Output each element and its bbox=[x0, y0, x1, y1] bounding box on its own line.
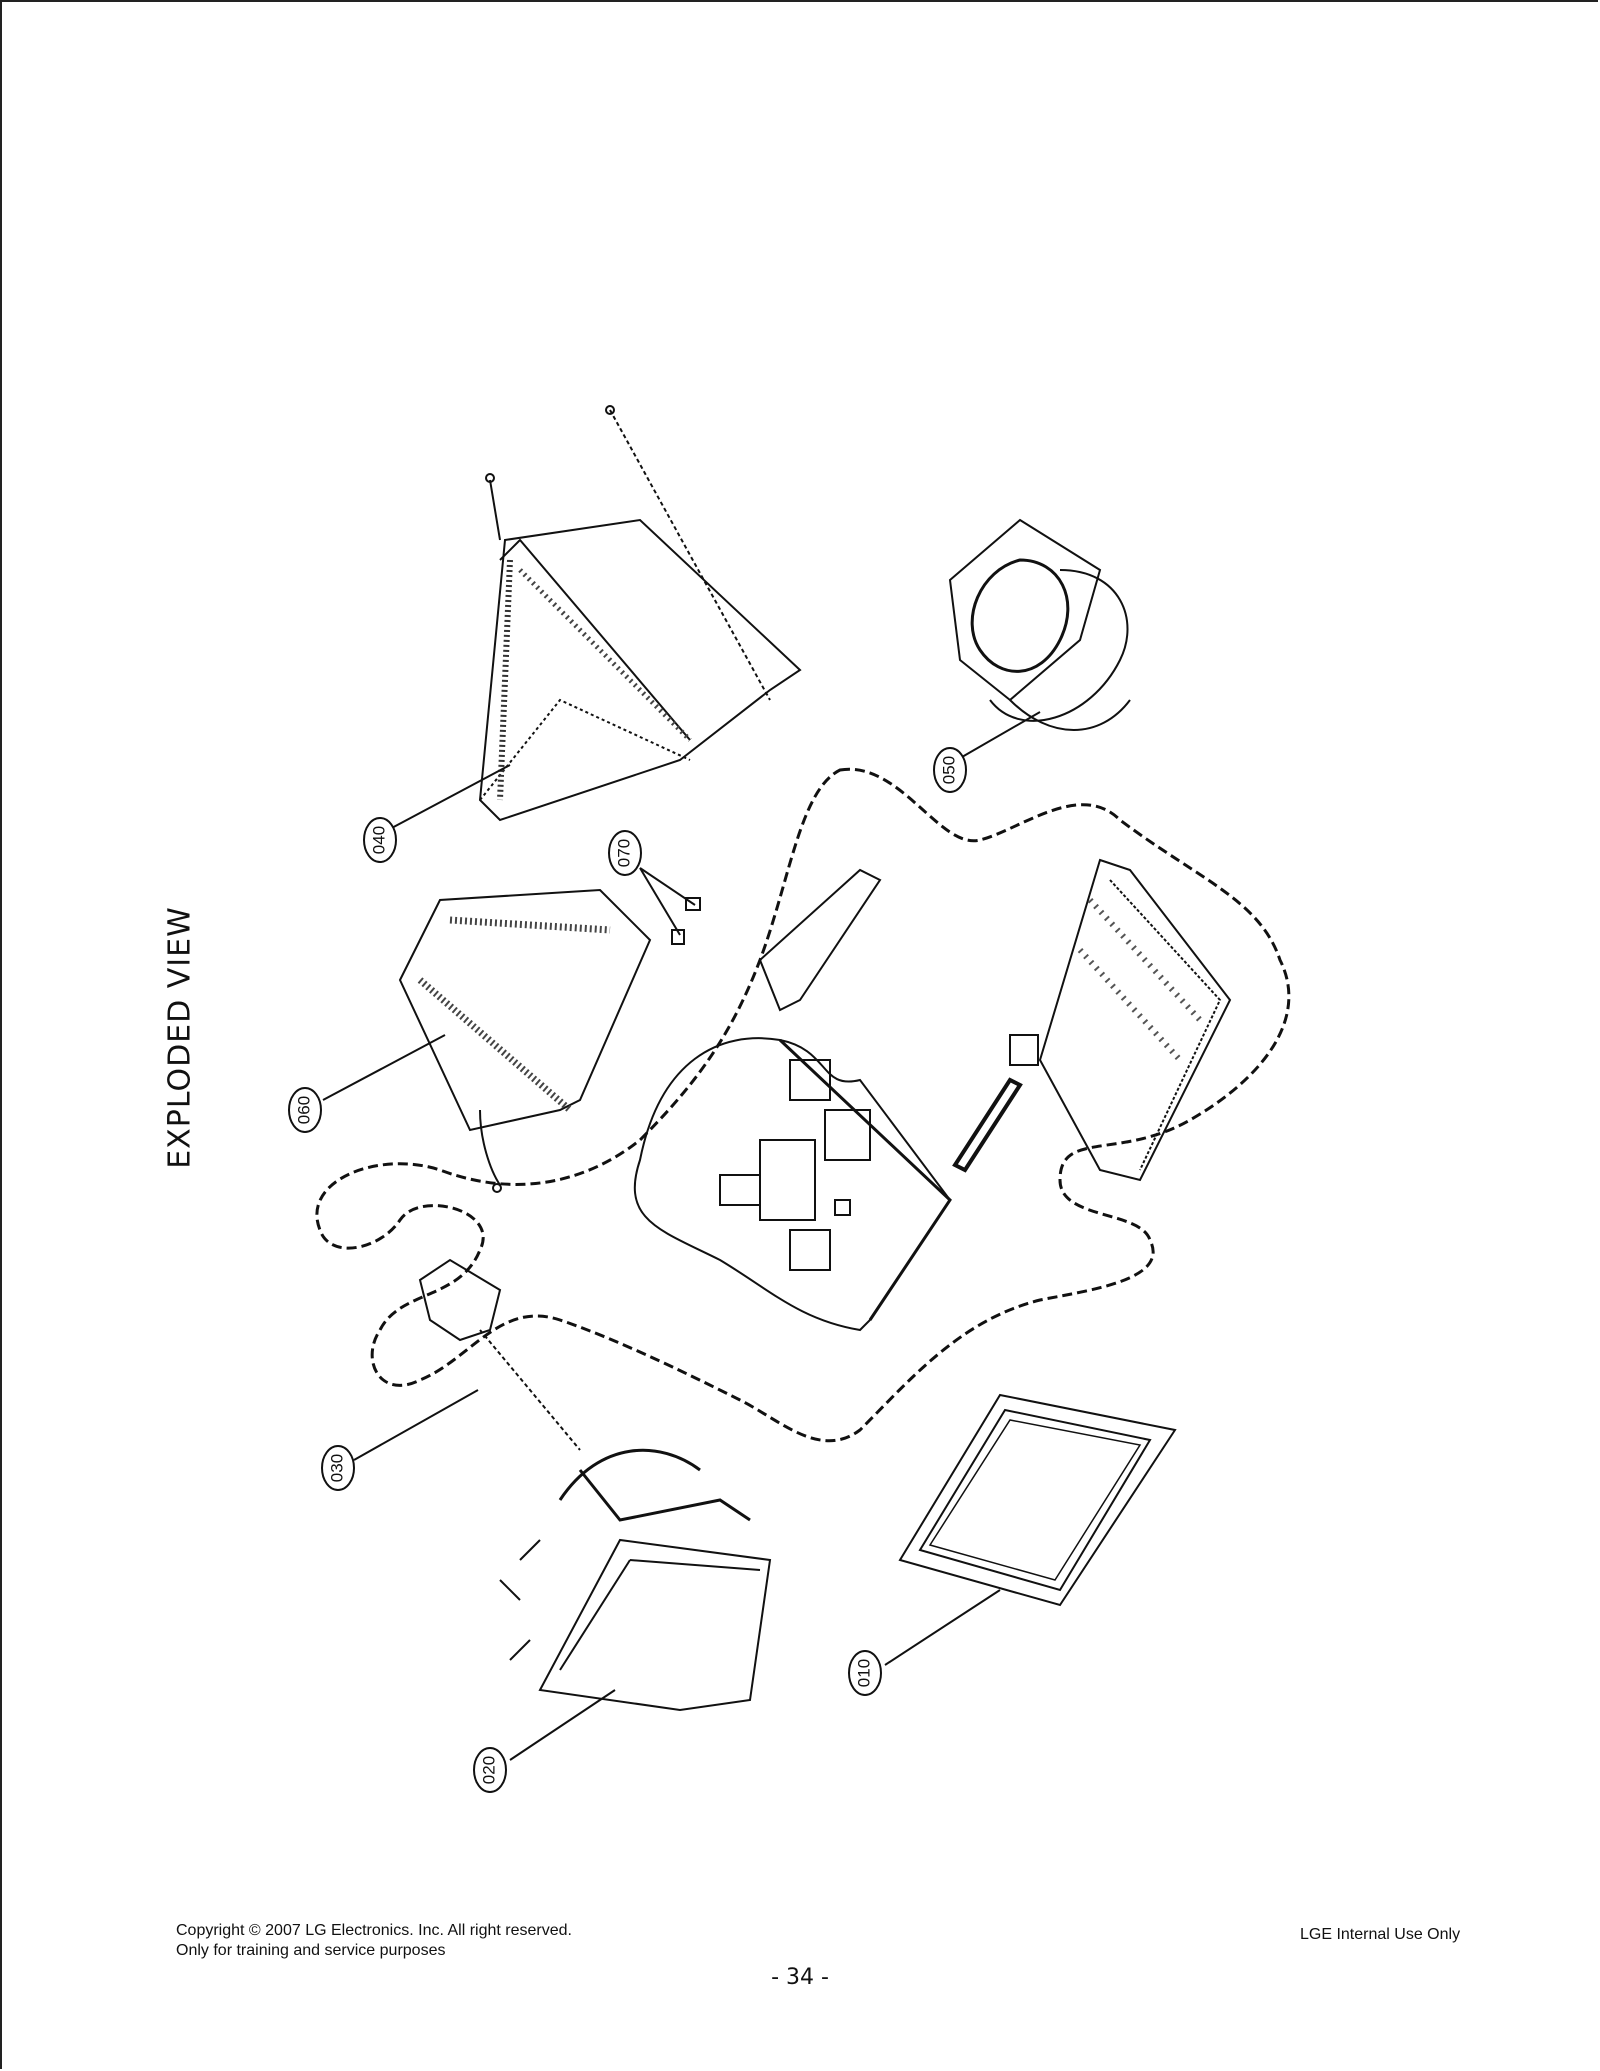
callout-label-020: 020 bbox=[479, 1756, 498, 1784]
side-board-part bbox=[418, 1258, 581, 1451]
callout-030: 030 bbox=[321, 1445, 355, 1491]
front-frame-part bbox=[898, 1393, 1177, 1607]
copyright-line-1: Copyright © 2007 LG Electronics. Inc. Al… bbox=[176, 1922, 572, 1939]
small-parts-070 bbox=[671, 897, 701, 945]
leader-line-030 bbox=[353, 1389, 479, 1461]
copyright-line-2: Only for training and service purposes bbox=[176, 1942, 446, 1959]
callout-070: 070 bbox=[608, 830, 642, 876]
callout-060: 060 bbox=[288, 1087, 322, 1133]
callout-label-010: 010 bbox=[854, 1659, 873, 1687]
control-strip-part bbox=[952, 1034, 1039, 1173]
callout-040: 040 bbox=[363, 817, 397, 863]
leader-line-070a bbox=[639, 867, 681, 936]
chassis-group-outline bbox=[315, 767, 1291, 1443]
callout-010: 010 bbox=[848, 1650, 882, 1696]
shield-pcb-part bbox=[398, 888, 652, 1193]
bracket-part bbox=[758, 868, 882, 1012]
leader-line-020 bbox=[509, 1689, 616, 1761]
crt-tube-part bbox=[499, 1448, 772, 1712]
back-cover-part bbox=[478, 405, 802, 822]
callout-020: 020 bbox=[473, 1747, 507, 1793]
callout-label-030: 030 bbox=[327, 1454, 346, 1482]
page-number: - 34 - bbox=[771, 1965, 829, 1990]
leader-line-050 bbox=[961, 711, 1041, 758]
footer-internal-use: LGE Internal Use Only bbox=[1300, 1926, 1461, 1943]
leader-line-070b bbox=[639, 867, 696, 906]
callout-label-040: 040 bbox=[369, 826, 388, 854]
stand-part bbox=[948, 518, 1131, 731]
callout-label-070: 070 bbox=[614, 839, 633, 867]
main-board-part bbox=[633, 1037, 952, 1332]
callout-label-060: 060 bbox=[294, 1096, 313, 1124]
leader-line-060 bbox=[322, 1034, 446, 1101]
leader-line-010 bbox=[884, 1589, 1001, 1666]
footer-copyright: Copyright © 2007 LG Electronics. Inc. Al… bbox=[176, 1921, 572, 1961]
callout-050: 050 bbox=[933, 747, 967, 793]
chassis-frame-part bbox=[1038, 858, 1232, 1182]
callout-label-050: 050 bbox=[939, 756, 958, 784]
leader-line-040 bbox=[387, 764, 511, 831]
